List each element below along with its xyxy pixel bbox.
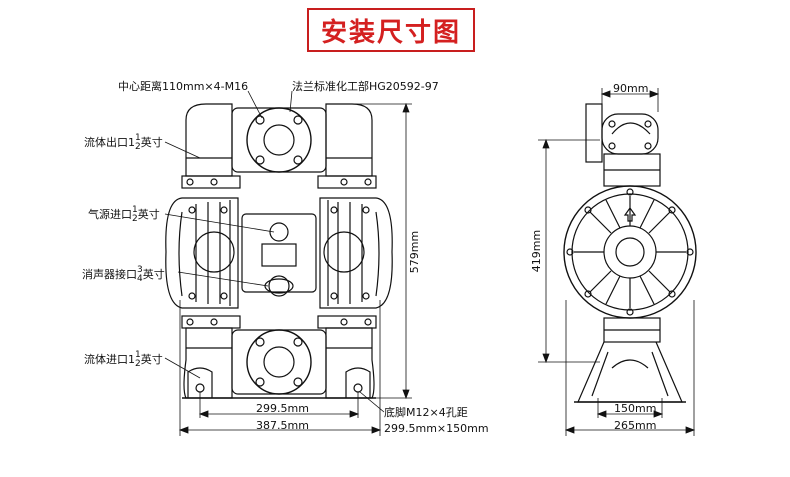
side-dimension-lines <box>538 88 696 436</box>
front-outer-width-dimension: 387.5mm <box>256 419 309 432</box>
bottom-manifold <box>181 315 377 399</box>
fraction-numerator: 1 <box>135 350 141 360</box>
top-manifold <box>181 103 377 189</box>
page-title: 安装尺寸图 <box>320 17 461 48</box>
side-base-outer-dimension: 265mm <box>614 419 657 432</box>
title-frame: 安装尺寸图 <box>307 8 475 52</box>
side-height-dimension: 419mm <box>530 230 543 272</box>
fraction-denominator: 4 <box>137 274 143 284</box>
bottom-inlet-flange <box>231 329 327 395</box>
fluid-outlet-text: 流体出口1 <box>84 136 135 149</box>
fluid-inlet-text: 流体进口1 <box>84 353 135 366</box>
right-chamber <box>319 197 393 309</box>
flange-standard-label: 法兰标准化工部HG20592-97 <box>292 80 439 93</box>
side-view <box>563 103 697 403</box>
air-inlet-text: 气源进口 <box>88 208 132 221</box>
feet-spec-line2: 299.5mm×150mm <box>384 422 489 435</box>
fluid-inlet-unit: 英寸 <box>140 353 163 366</box>
center-air-block <box>241 213 317 297</box>
left-chamber <box>165 197 239 309</box>
side-base-inner-dimension: 150mm <box>614 402 657 415</box>
fluid-outlet-unit: 英寸 <box>140 136 163 149</box>
feet-spec-line1: 底脚M12×4孔距 <box>384 406 468 419</box>
front-inner-width-dimension: 299.5mm <box>256 402 309 415</box>
top-outlet-flange <box>231 107 327 173</box>
front-height-dimension: 579mm <box>408 231 421 273</box>
fraction-numerator: 3 <box>137 265 143 275</box>
fraction-denominator: 2 <box>135 142 141 152</box>
air-inlet-unit: 英寸 <box>137 208 160 221</box>
muffler-port-text: 消声器接口 <box>82 268 137 281</box>
front-dimension-lines <box>164 90 412 436</box>
center-distance-label: 中心距离110mm×4-M16 <box>118 80 249 93</box>
fraction-denominator: 2 <box>132 214 138 224</box>
fraction-numerator: 1 <box>135 133 141 143</box>
fraction-denominator: 2 <box>135 359 141 369</box>
fraction-numerator: 1 <box>132 205 138 215</box>
side-top-width-dimension: 90mm <box>613 82 649 95</box>
muffler-port-unit: 英寸 <box>142 268 165 281</box>
